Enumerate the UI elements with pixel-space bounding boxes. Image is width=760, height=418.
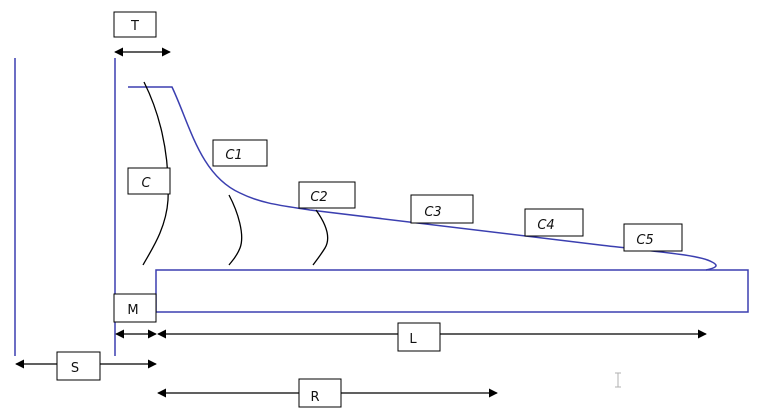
r-label: R <box>310 390 319 405</box>
c4-label-box <box>524 208 584 237</box>
m-label-box <box>113 293 157 323</box>
section-curve-c1 <box>228 194 243 266</box>
base-bar <box>155 269 749 313</box>
t-label-box <box>113 11 157 38</box>
c3-label: C3 <box>424 205 441 220</box>
m-label: M <box>127 303 138 318</box>
section-curve-c2 <box>312 209 329 266</box>
profile-curve <box>128 86 717 271</box>
s-label: S <box>71 361 79 376</box>
l-label: L <box>409 332 417 347</box>
c-label: C <box>141 176 151 191</box>
c5-label-box <box>623 223 683 252</box>
c3-label-box <box>410 194 474 224</box>
r-label-box <box>298 378 342 408</box>
text-cursor-icon <box>615 372 621 388</box>
c5-label: C5 <box>636 233 653 248</box>
c4-label: C4 <box>537 218 554 233</box>
s-label-box <box>56 351 101 381</box>
c1-label-box <box>212 139 268 167</box>
c2-label: C2 <box>310 190 327 205</box>
c2-label-box <box>298 181 356 209</box>
t-label: T <box>130 19 139 34</box>
c-label-box <box>127 167 171 195</box>
c1-label: C1 <box>225 148 242 163</box>
l-label-box <box>397 322 441 352</box>
